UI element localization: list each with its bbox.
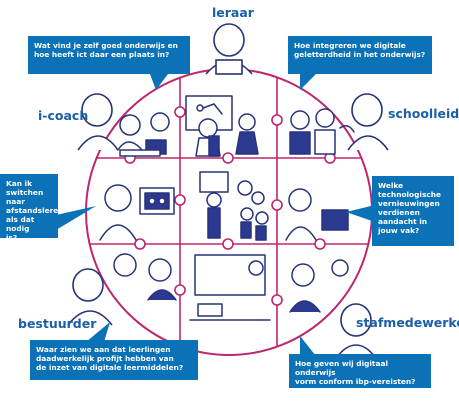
role-label-icoach: i-coach (38, 108, 89, 123)
role-label-leraar: leraar (212, 5, 254, 20)
icoach-figure (77, 93, 119, 151)
scene-figures (99, 95, 355, 321)
bestuurder-figure (67, 268, 113, 326)
scene-distance-learning (99, 184, 175, 241)
question-bubble-right: Welke technologische vernieuwingen verdi… (372, 176, 454, 246)
bubble-tails (56, 74, 375, 356)
question-bubble-left: Kan ik switchen naar afstandsleren als d… (0, 174, 64, 242)
question-bubble-top-right: Hoe integreren we digitale geletterdheid… (288, 36, 432, 74)
leraar-figure (205, 23, 253, 75)
scene-classroom (199, 171, 269, 241)
role-label-bestuurder: bestuurder (18, 316, 97, 331)
scene-presentation (185, 95, 259, 157)
role-figures (67, 23, 389, 359)
scene-staff (289, 259, 349, 313)
schoolleider-figure (347, 93, 389, 151)
puzzle-knobs (124, 106, 336, 306)
question-bubble-bottom-left: Waar zien we aan dat leerlingen daadwerk… (30, 340, 198, 380)
scene-bestuurder (113, 253, 177, 301)
scene-technology (285, 188, 349, 241)
scene-schoolleider-group (289, 108, 355, 155)
scene-icoach-group (117, 112, 170, 157)
stafmedewerker-figure (335, 303, 377, 359)
scene-desk (189, 254, 271, 321)
question-bubble-top-left: Wat vind je zelf goed onderwijs en hoe h… (28, 36, 190, 74)
role-label-schoolleider: schoolleider (388, 106, 459, 121)
question-bubble-bottom-right: Hoe geven wij digitaal onderwijs vorm co… (289, 354, 431, 388)
role-label-stafmedewerker: stafmedewerker (356, 315, 459, 330)
